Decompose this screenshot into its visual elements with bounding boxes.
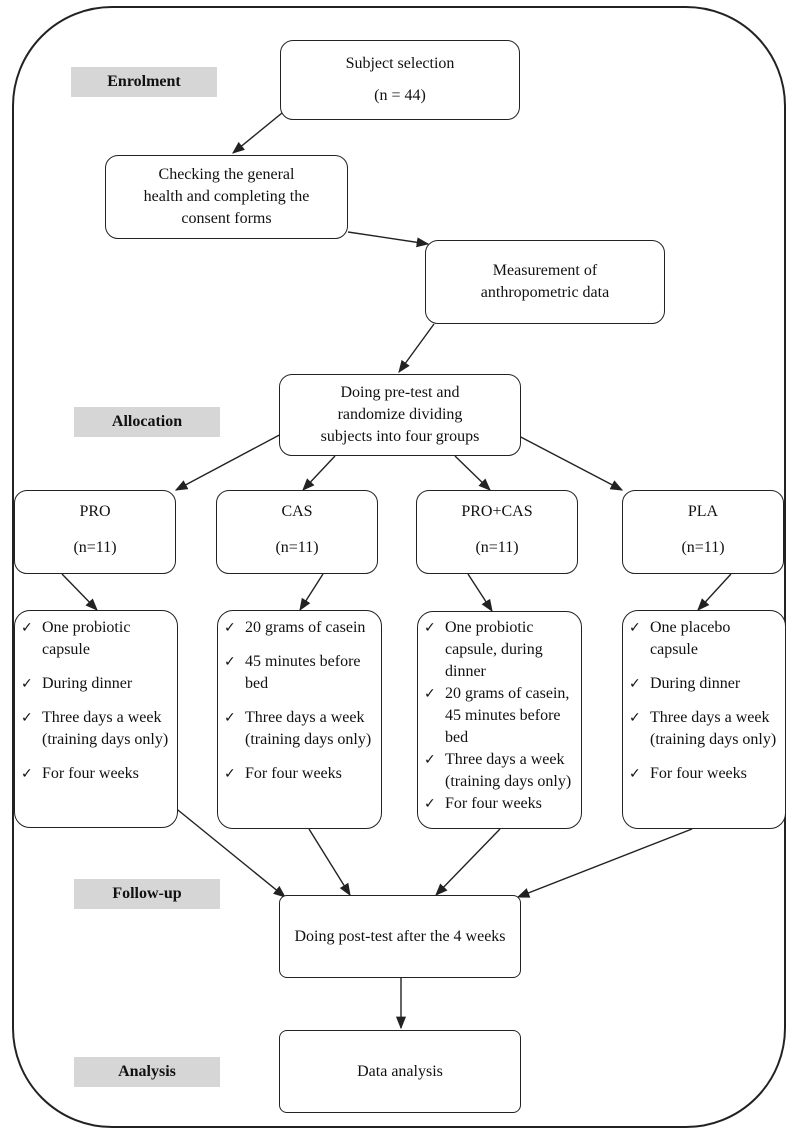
stage-follow-up-label: Follow-up xyxy=(74,879,220,909)
arrow-pro-to-detail xyxy=(61,573,98,611)
arrow-cas-to-detail xyxy=(299,573,324,612)
arrow-pretest-to-pla xyxy=(514,433,624,491)
pla-item-2: During dinner xyxy=(629,673,781,695)
anthropometric-line-2: anthropometric data xyxy=(480,284,610,301)
procas-item-3: Three days a week (training days only) xyxy=(424,749,577,793)
arrow-procas-to-posttest xyxy=(435,828,501,896)
arrow-pla-to-posttest xyxy=(516,828,693,898)
posttest-box: Doing post-test after the 4 weeks xyxy=(279,895,521,978)
subject-selection-count: (n = 44) xyxy=(374,87,426,104)
group-pro-count: (n=11) xyxy=(73,539,117,556)
arrow-health-to-measurement xyxy=(347,231,430,248)
health-check-line-2: health and completing the xyxy=(143,188,310,205)
stage-analysis-label: Analysis xyxy=(74,1057,220,1087)
stage-enrolment-label: Enrolment xyxy=(71,67,217,97)
arrow-selection-to-health xyxy=(232,112,283,154)
cas-item-4: For four weeks xyxy=(224,763,377,785)
group-pla-label: PLA xyxy=(687,503,719,520)
arrow-pla-to-detail xyxy=(697,573,732,611)
cas-item-1: 20 grams of casein xyxy=(224,617,377,639)
procas-item-4: For four weeks xyxy=(424,793,577,815)
anthropometric-line-1: Measurement of xyxy=(492,262,598,279)
group-pla-count: (n=11) xyxy=(681,539,725,556)
pretest-line-3: subjects into four groups xyxy=(320,428,480,445)
group-cas-label: CAS xyxy=(281,503,313,520)
arrow-pretest-to-procas xyxy=(454,455,491,491)
pla-item-1: One placebo capsule xyxy=(629,617,781,661)
pla-intervention-box: One placebo capsule During dinner Three … xyxy=(622,610,786,829)
pretest-line-1: Doing pre-test and xyxy=(340,384,460,401)
cas-item-2: 45 minutes before bed xyxy=(224,651,377,695)
health-check-line-1: Checking the general xyxy=(158,166,295,183)
posttest-text: Doing post-test after the 4 weeks xyxy=(294,927,506,945)
arrow-pro-to-posttest xyxy=(172,805,286,898)
arrow-measurement-to-pretest xyxy=(398,323,435,374)
data-analysis-box: Data analysis xyxy=(279,1030,521,1113)
stage-allocation-label: Allocation xyxy=(74,407,220,437)
pro-item-2: During dinner xyxy=(21,673,173,695)
outer-frame xyxy=(12,6,786,1128)
pla-item-4: For four weeks xyxy=(629,763,781,785)
cas-intervention-box: 20 grams of casein 45 minutes before bed… xyxy=(217,610,382,829)
group-cas-count: (n=11) xyxy=(275,539,319,556)
procas-intervention-box: One probiotic capsule, during dinner 20 … xyxy=(417,611,582,829)
subject-selection-box: Subject selection (n = 44) xyxy=(280,40,520,120)
group-procas-count: (n=11) xyxy=(475,539,519,556)
group-procas-label: PRO+CAS xyxy=(461,503,533,520)
health-check-line-3: consent forms xyxy=(181,210,272,227)
procas-item-2: 20 grams of casein, 45 minutes before be… xyxy=(424,683,577,749)
arrow-pretest-to-cas xyxy=(302,455,336,491)
data-analysis-text: Data analysis xyxy=(357,1062,443,1080)
arrow-pretest-to-pro xyxy=(174,431,286,491)
pretest-line-2: randomize dividing xyxy=(337,406,463,423)
group-pro-box: PRO (n=11) xyxy=(14,490,176,574)
pro-item-3: Three days a week (training days only) xyxy=(21,707,173,751)
arrow-cas-to-posttest xyxy=(308,828,351,897)
pro-intervention-box: One probiotic capsule During dinner Thre… xyxy=(14,610,178,828)
pro-item-1: One probiotic capsule xyxy=(21,617,173,661)
pretest-randomization-box: Doing pre-test and randomize dividing su… xyxy=(279,374,521,456)
group-procas-box: PRO+CAS (n=11) xyxy=(416,490,578,574)
subject-selection-title: Subject selection xyxy=(345,55,455,72)
health-check-box: Checking the general health and completi… xyxy=(105,155,348,239)
group-cas-box: CAS (n=11) xyxy=(216,490,378,574)
group-pro-label: PRO xyxy=(79,503,111,520)
procas-item-1: One probiotic capsule, during dinner xyxy=(424,617,577,683)
pla-item-3: Three days a week (training days only) xyxy=(629,707,781,751)
arrow-procas-to-detail xyxy=(467,573,493,613)
pro-item-4: For four weeks xyxy=(21,763,173,785)
anthropometric-box: Measurement of anthropometric data xyxy=(425,240,665,324)
cas-item-3: Three days a week (training days only) xyxy=(224,707,377,751)
group-pla-box: PLA (n=11) xyxy=(622,490,784,574)
